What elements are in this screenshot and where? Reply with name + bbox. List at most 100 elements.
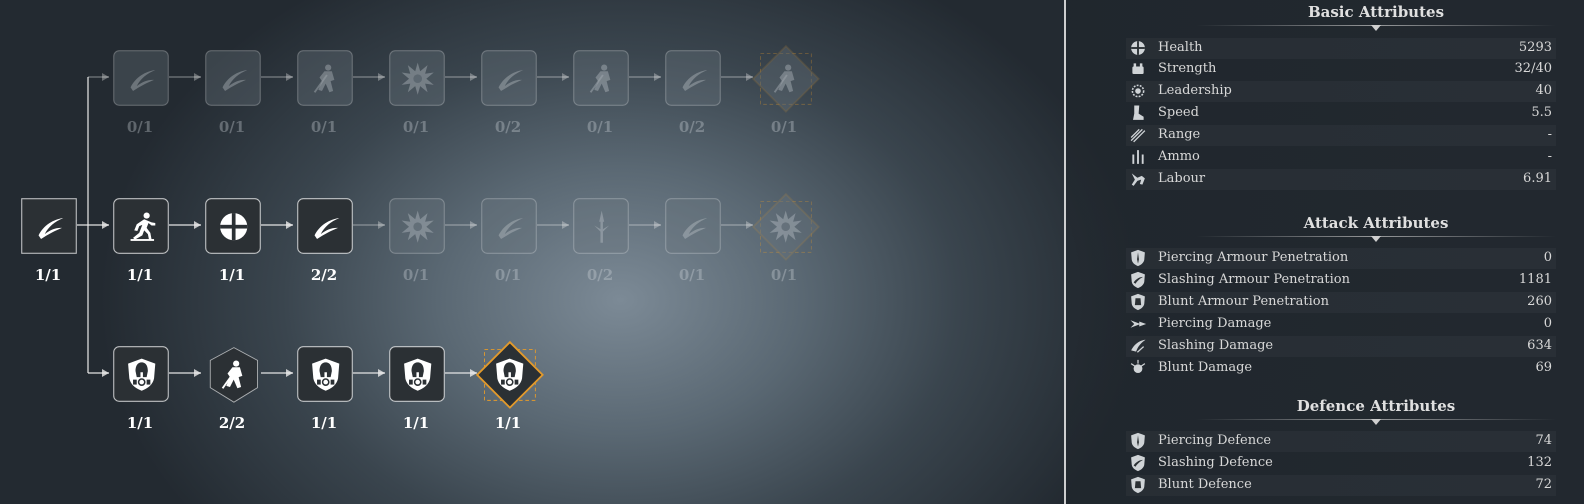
skill-count: 1/1: [310, 414, 338, 432]
skill-node-row-top-7[interactable]: [663, 48, 723, 108]
speed-boot-icon: [1128, 103, 1148, 123]
spartan-shield-icon: [475, 340, 544, 409]
attribute-value: 40: [1535, 83, 1552, 98]
skill-node-row-bottom-3[interactable]: [295, 344, 355, 404]
section-title-1: Basic Attributes: [1307, 3, 1445, 21]
skill-node-row-bottom-5[interactable]: [475, 340, 544, 409]
attribute-label: Slashing Armour Penetration: [1158, 272, 1351, 287]
skill-count: 0/1: [402, 118, 430, 136]
connector-arrow: [654, 221, 661, 229]
connector-arrow: [562, 221, 569, 229]
section-title-3: Defence Attributes: [1296, 397, 1456, 415]
attribute-label: Strength: [1158, 61, 1217, 76]
connector-arrow: [746, 221, 753, 229]
crescent-slash-icon: [479, 196, 539, 256]
skill-node-row-middle-5[interactable]: [387, 196, 447, 256]
skill-node-row-middle-2[interactable]: [111, 196, 171, 256]
section-title-2: Attack Attributes: [1303, 214, 1449, 232]
skill-node-row-top-5[interactable]: [479, 48, 539, 108]
skill-node-row-top-4[interactable]: [387, 48, 447, 108]
skill-count: 2/2: [310, 266, 338, 284]
spiked-burst-icon: [387, 196, 447, 256]
skill-count: 0/1: [218, 118, 246, 136]
attribute-value: 634: [1527, 338, 1552, 353]
skill-node-row-middle-8[interactable]: [663, 196, 723, 256]
connector-arrow: [470, 221, 477, 229]
skill-node-row-middle-7[interactable]: [571, 196, 631, 256]
skill-node-row-top-3[interactable]: [295, 48, 355, 108]
attribute-value: 1181: [1518, 272, 1552, 287]
skill-node-row-middle-3[interactable]: [203, 196, 263, 256]
connector-arrow: [286, 73, 293, 81]
piercing-defence-icon: [1128, 431, 1148, 451]
crescent-slash-icon: [479, 48, 539, 108]
skill-count: 2/2: [218, 414, 246, 432]
skill-node-row-bottom-2[interactable]: [203, 344, 263, 404]
attribute-value: 74: [1535, 433, 1552, 448]
attribute-label: Slashing Damage: [1158, 338, 1274, 353]
skill-node-row-top-8[interactable]: [751, 44, 820, 113]
connector-arrow: [562, 73, 569, 81]
attribute-row-slashing-damage: Slashing Damage 634: [1126, 336, 1556, 357]
attribute-label: Blunt Defence: [1158, 477, 1252, 492]
attribute-label: Piercing Damage: [1158, 316, 1272, 331]
range-arrows-icon: [1128, 125, 1148, 145]
skill-count: 0/1: [494, 266, 522, 284]
skill-node-row-bottom-4[interactable]: [387, 344, 447, 404]
skill-count: 0/1: [402, 266, 430, 284]
attribute-value: 32/40: [1514, 61, 1552, 76]
skill-node-row-middle-4[interactable]: [295, 196, 355, 256]
connector-arrow: [286, 369, 293, 377]
tree-connectors: [77, 73, 753, 377]
skill-node-row-middle-9[interactable]: [751, 192, 820, 261]
health-cross-icon: [1128, 38, 1148, 58]
piercing-penetration-icon: [1128, 248, 1148, 268]
connector-arrow: [470, 369, 477, 377]
attribute-label: Leadership: [1158, 83, 1232, 98]
slashing-penetration-icon: [1128, 270, 1148, 290]
crescent-slash-icon: [663, 196, 723, 256]
attribute-label: Health: [1158, 40, 1203, 55]
skill-node-row-top-1[interactable]: [111, 48, 171, 108]
attribute-row-health: Health 5293: [1126, 38, 1556, 59]
lunging-knight-icon: [203, 344, 263, 404]
skill-count: 0/2: [586, 266, 614, 284]
attribute-label: Piercing Armour Penetration: [1158, 250, 1349, 265]
skill-count: 0/2: [494, 118, 522, 136]
slashing-defence-icon: [1128, 453, 1148, 473]
skill-node-row-top-6[interactable]: [571, 48, 631, 108]
attribute-label: Piercing Defence: [1158, 433, 1272, 448]
skill-node-row-middle-1[interactable]: [19, 196, 79, 256]
skill-count: 1/1: [402, 414, 430, 432]
attribute-row-leadership: Leadership 40: [1126, 81, 1556, 102]
attribute-label: Blunt Damage: [1158, 360, 1253, 375]
blunt-penetration-icon: [1128, 292, 1148, 312]
connector-arrow: [194, 369, 201, 377]
skill-node-row-top-2[interactable]: [203, 48, 263, 108]
skill-count: 0/1: [770, 118, 798, 136]
attribute-value: -: [1547, 149, 1552, 164]
skill-count: 1/1: [126, 414, 154, 432]
attribute-label: Slashing Defence: [1158, 455, 1273, 470]
caret-down-icon: [1371, 25, 1381, 31]
attribute-value: 5293: [1518, 40, 1552, 55]
skill-count: 0/1: [126, 118, 154, 136]
attribute-value: 5.5: [1531, 105, 1552, 120]
skill-node-row-middle-6[interactable]: [479, 196, 539, 256]
slashing-damage-icon: [1128, 336, 1148, 356]
skill-count: 0/1: [310, 118, 338, 136]
connector-arrow: [470, 73, 477, 81]
blunt-defence-icon: [1128, 475, 1148, 495]
attribute-label: Blunt Armour Penetration: [1158, 294, 1329, 309]
connector-arrow: [378, 73, 385, 81]
ammo-icon: [1128, 147, 1148, 167]
skill-count: 1/1: [494, 414, 522, 432]
skill-count: 0/2: [678, 118, 706, 136]
crescent-slash-icon: [111, 48, 171, 108]
crescent-slash-icon: [663, 48, 723, 108]
attribute-value: 6.91: [1523, 171, 1552, 186]
skill-node-row-bottom-1[interactable]: [111, 344, 171, 404]
